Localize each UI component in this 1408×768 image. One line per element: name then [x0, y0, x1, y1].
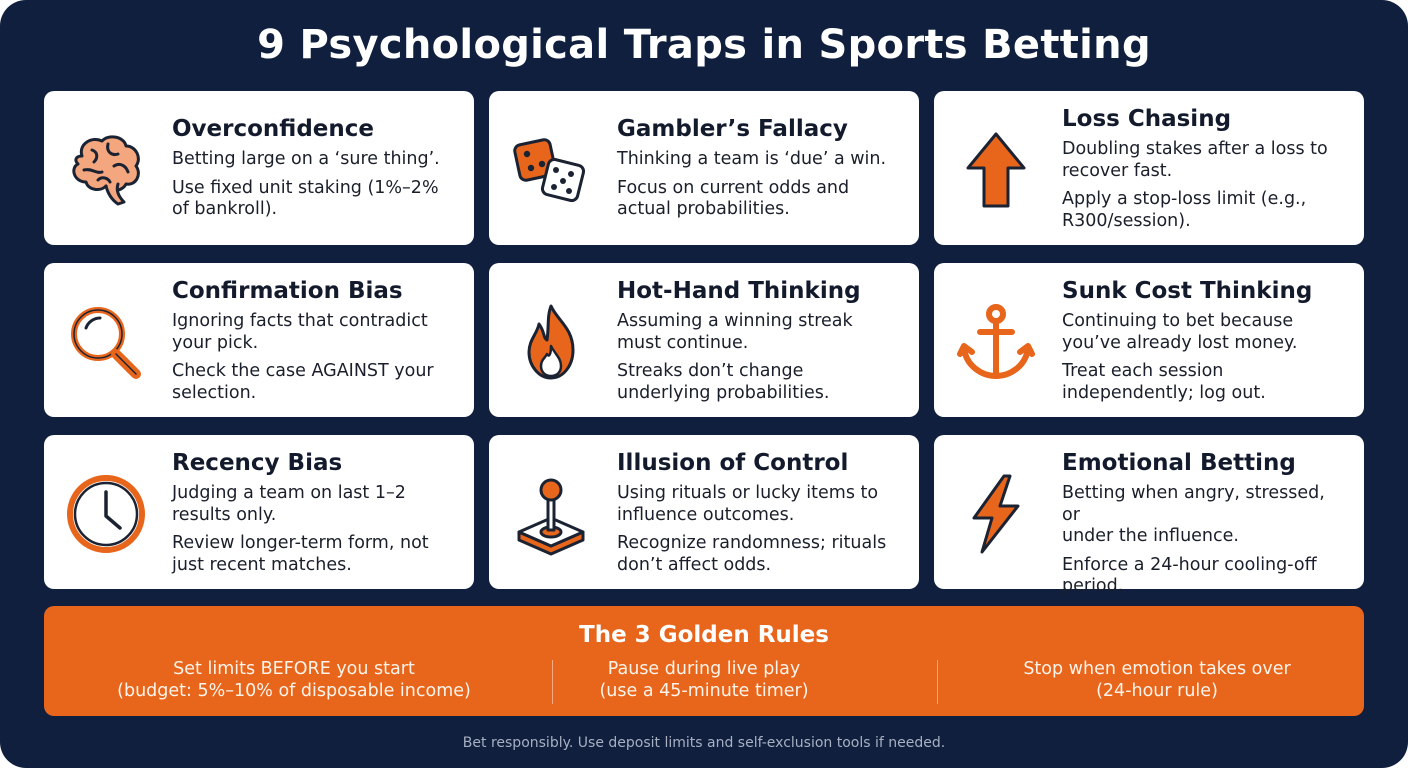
trap-card-gamblers-fallacy: Gambler’s Fallacy Thinking a team is ‘du…	[489, 91, 919, 245]
rule-divider	[937, 660, 938, 704]
trap-tip: Treat each session independently; log ou…	[1062, 361, 1266, 403]
trap-description: Ignoring facts that contradict your pick…	[172, 311, 428, 353]
trap-card-illusion-of-control: Illusion of Control Using rituals or luc…	[489, 435, 919, 589]
trap-title: Hot-Hand Thinking	[617, 278, 861, 304]
trap-tip: Apply a stop-loss limit (e.g., R300/sess…	[1062, 189, 1307, 231]
trap-card-emotional-betting: Emotional Betting Betting when angry, st…	[934, 435, 1364, 596]
trap-description: Judging a team on last 1–2 results only.	[172, 483, 406, 525]
lightning-icon	[952, 470, 1040, 558]
trap-card-loss-chasing: Loss Chasing Doubling stakes after a los…	[934, 91, 1364, 245]
trap-title: Recency Bias	[172, 450, 343, 476]
trap-description: Assuming a winning streak must continue.	[617, 311, 853, 353]
trap-card-confirmation-bias: Confirmation Bias Ignoring facts that co…	[44, 263, 474, 417]
clock-icon	[62, 470, 150, 558]
trap-card-overconfidence: Overconfidence Betting large on a ‘sure …	[44, 91, 474, 245]
trap-description: Continuing to bet because you’ve already…	[1062, 311, 1298, 353]
trap-card-sunk-cost-thinking: Sunk Cost Thinking Continuing to bet bec…	[934, 263, 1364, 417]
magnifier-icon	[62, 298, 150, 386]
trap-card-recency-bias: Recency Bias Judging a team on last 1–2 …	[44, 435, 474, 589]
trap-title: Emotional Betting	[1062, 450, 1296, 476]
trap-description: Betting when angry, stressed, or under t…	[1062, 483, 1325, 546]
anchor-icon	[952, 298, 1040, 386]
arrow-up-icon	[952, 126, 1040, 214]
trap-title: Gambler’s Fallacy	[617, 116, 848, 142]
golden-rules-banner: The 3 Golden Rules Set limits BEFORE you…	[44, 606, 1364, 716]
trap-title: Sunk Cost Thinking	[1062, 278, 1313, 304]
trap-title: Loss Chasing	[1062, 106, 1232, 132]
trap-card-hot-hand-thinking: Hot-Hand Thinking Assuming a winning str…	[489, 263, 919, 417]
trap-description: Betting large on a ‘sure thing’.	[172, 149, 440, 169]
trap-tip: Review longer-term form, not just recent…	[172, 533, 429, 575]
trap-tip: Use fixed unit staking (1%–2% of bankrol…	[172, 177, 439, 220]
trap-title: Confirmation Bias	[172, 278, 403, 304]
trap-tip: Streaks don’t change underlying probabil…	[617, 361, 830, 403]
trap-tip: Check the case AGAINST your selection.	[172, 361, 434, 403]
footer-disclaimer: Bet responsibly. Use deposit limits and …	[462, 735, 946, 751]
trap-title: Overconfidence	[172, 116, 375, 142]
brain-icon	[62, 126, 150, 214]
rule-divider	[552, 660, 553, 704]
trap-description: Thinking a team is ‘due’ a win.	[617, 149, 887, 169]
trap-title: Illusion of Control	[617, 450, 849, 476]
golden-rule-3: Stop when emotion takes over (24-hour ru…	[1023, 659, 1291, 701]
trap-tip: Enforce a 24-hour cooling-off period.	[1062, 554, 1317, 597]
dice-icon	[507, 126, 595, 214]
golden-rule-1: Set limits BEFORE you start (budget: 5%–…	[117, 659, 471, 701]
trap-description: Doubling stakes after a loss to recover …	[1062, 139, 1328, 181]
flame-icon	[507, 298, 595, 386]
golden-rules-title: The 3 Golden Rules	[579, 622, 829, 648]
trap-tip: Recognize randomness; rituals don’t affe…	[617, 533, 887, 575]
trap-tip: Focus on current odds and actual probabi…	[617, 177, 850, 220]
golden-rule-2: Pause during live play (use a 45-minute …	[599, 659, 809, 701]
joystick-icon	[507, 470, 595, 558]
page-title: 9 Psychological Traps in Sports Betting	[257, 22, 1151, 68]
trap-description: Using rituals or lucky items to influenc…	[617, 483, 879, 525]
